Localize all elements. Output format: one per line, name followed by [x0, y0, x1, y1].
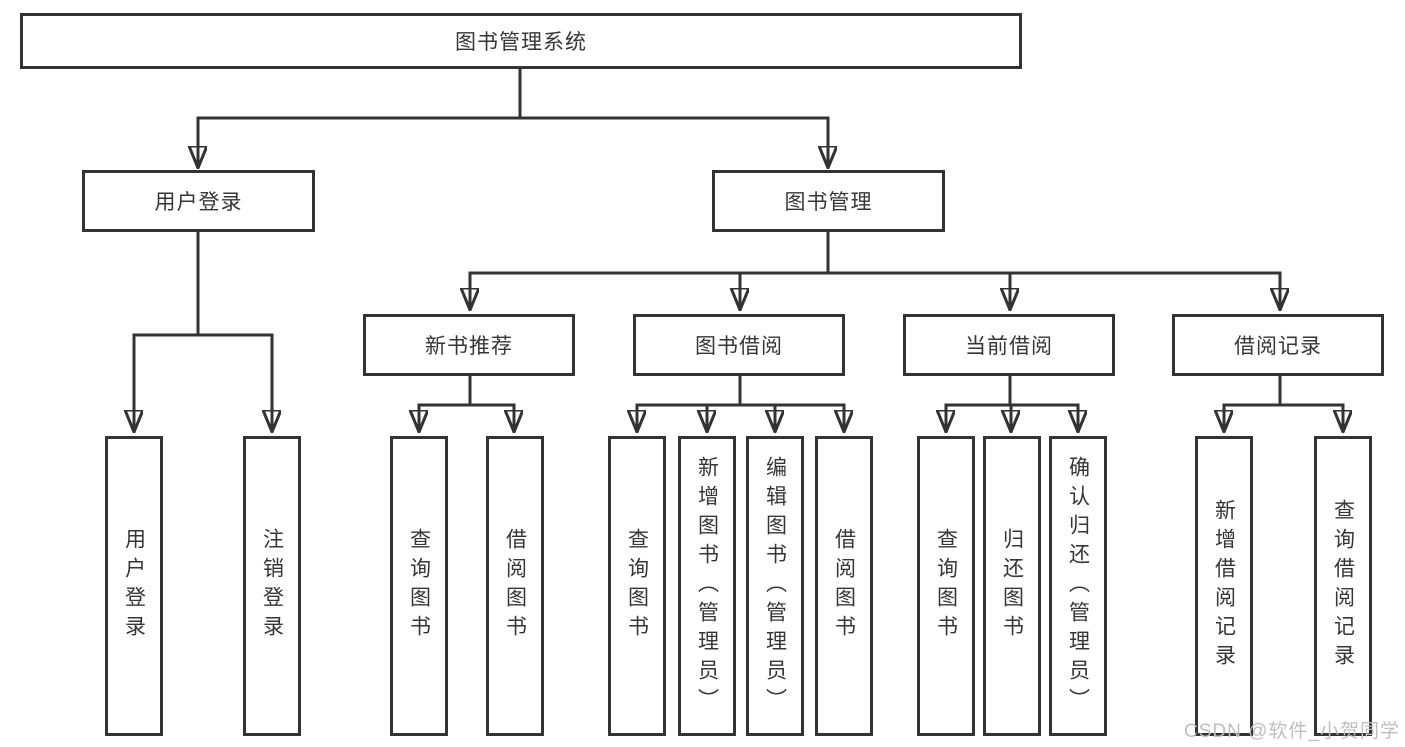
node-label: 借阅图书 [503, 528, 527, 644]
node-label: 查询借阅记录 [1331, 499, 1355, 673]
node-current-borrowing: 当前借阅 [903, 314, 1115, 376]
node-user-login: 用户登录 [82, 170, 315, 232]
connector-borrowing-records-leaves [1222, 374, 1345, 407]
leaf-edit-books-admin: 编辑图书（管理员） [746, 436, 804, 736]
node-label: 当前借阅 [965, 335, 1053, 358]
leaf-borrow-books-recommend: 借阅图书 [486, 436, 544, 736]
leaf-return-books: 归还图书 [983, 436, 1041, 736]
leaf-user-login: 用户登录 [105, 436, 163, 736]
connector-root [196, 67, 830, 120]
node-label: 新书推荐 [425, 335, 513, 358]
node-label: 查询图书 [625, 528, 649, 644]
node-label: 图书管理 [784, 191, 873, 214]
node-borrowing-records: 借阅记录 [1172, 314, 1384, 376]
node-book-management: 图书管理 [712, 170, 945, 232]
node-label: 图书管理系统 [455, 31, 587, 54]
leaf-borrow-books-borrowing: 借阅图书 [815, 436, 873, 736]
leaf-confirm-return-admin: 确认归还（管理员） [1049, 436, 1107, 736]
node-label: 图书借阅 [695, 335, 783, 358]
node-library-management-system: 图书管理系统 [20, 13, 1022, 69]
leaf-query-borrow-record: 查询借阅记录 [1314, 436, 1372, 736]
node-new-book-recommendation: 新书推荐 [363, 314, 575, 376]
node-label: 查询图书 [934, 528, 958, 644]
watermark: CSDN @软件_小贺同学 [1184, 721, 1400, 742]
node-label: 查询图书 [407, 528, 431, 644]
node-label: 确认归还（管理员） [1066, 455, 1090, 717]
node-label: 新增借阅记录 [1212, 499, 1236, 673]
node-label: 归还图书 [1000, 528, 1024, 644]
node-label: 借阅记录 [1234, 335, 1322, 358]
node-label: 借阅图书 [832, 528, 856, 644]
connector-new-book-recommendation [417, 374, 516, 407]
connector-user-login [132, 230, 274, 337]
connector-book-borrowing-leaves [635, 374, 846, 407]
node-label: 注销登录 [260, 528, 284, 644]
node-label: 用户登录 [122, 528, 146, 644]
leaf-query-books-borrowing: 查询图书 [608, 436, 666, 736]
node-label: 用户登录 [154, 191, 243, 214]
connector-current-borrowing-leaves [944, 374, 1080, 407]
leaf-add-borrow-record: 新增借阅记录 [1195, 436, 1253, 736]
node-label: 新增图书（管理员） [695, 455, 719, 717]
leaf-query-books-recommend: 查询图书 [390, 436, 448, 736]
leaf-add-books-admin: 新增图书（管理员） [678, 436, 736, 736]
leaf-query-books-current: 查询图书 [917, 436, 975, 736]
connector-book-management [468, 230, 1282, 275]
node-book-borrowing: 图书借阅 [633, 314, 845, 376]
node-label: 编辑图书（管理员） [763, 455, 787, 717]
leaf-logout: 注销登录 [243, 436, 301, 736]
